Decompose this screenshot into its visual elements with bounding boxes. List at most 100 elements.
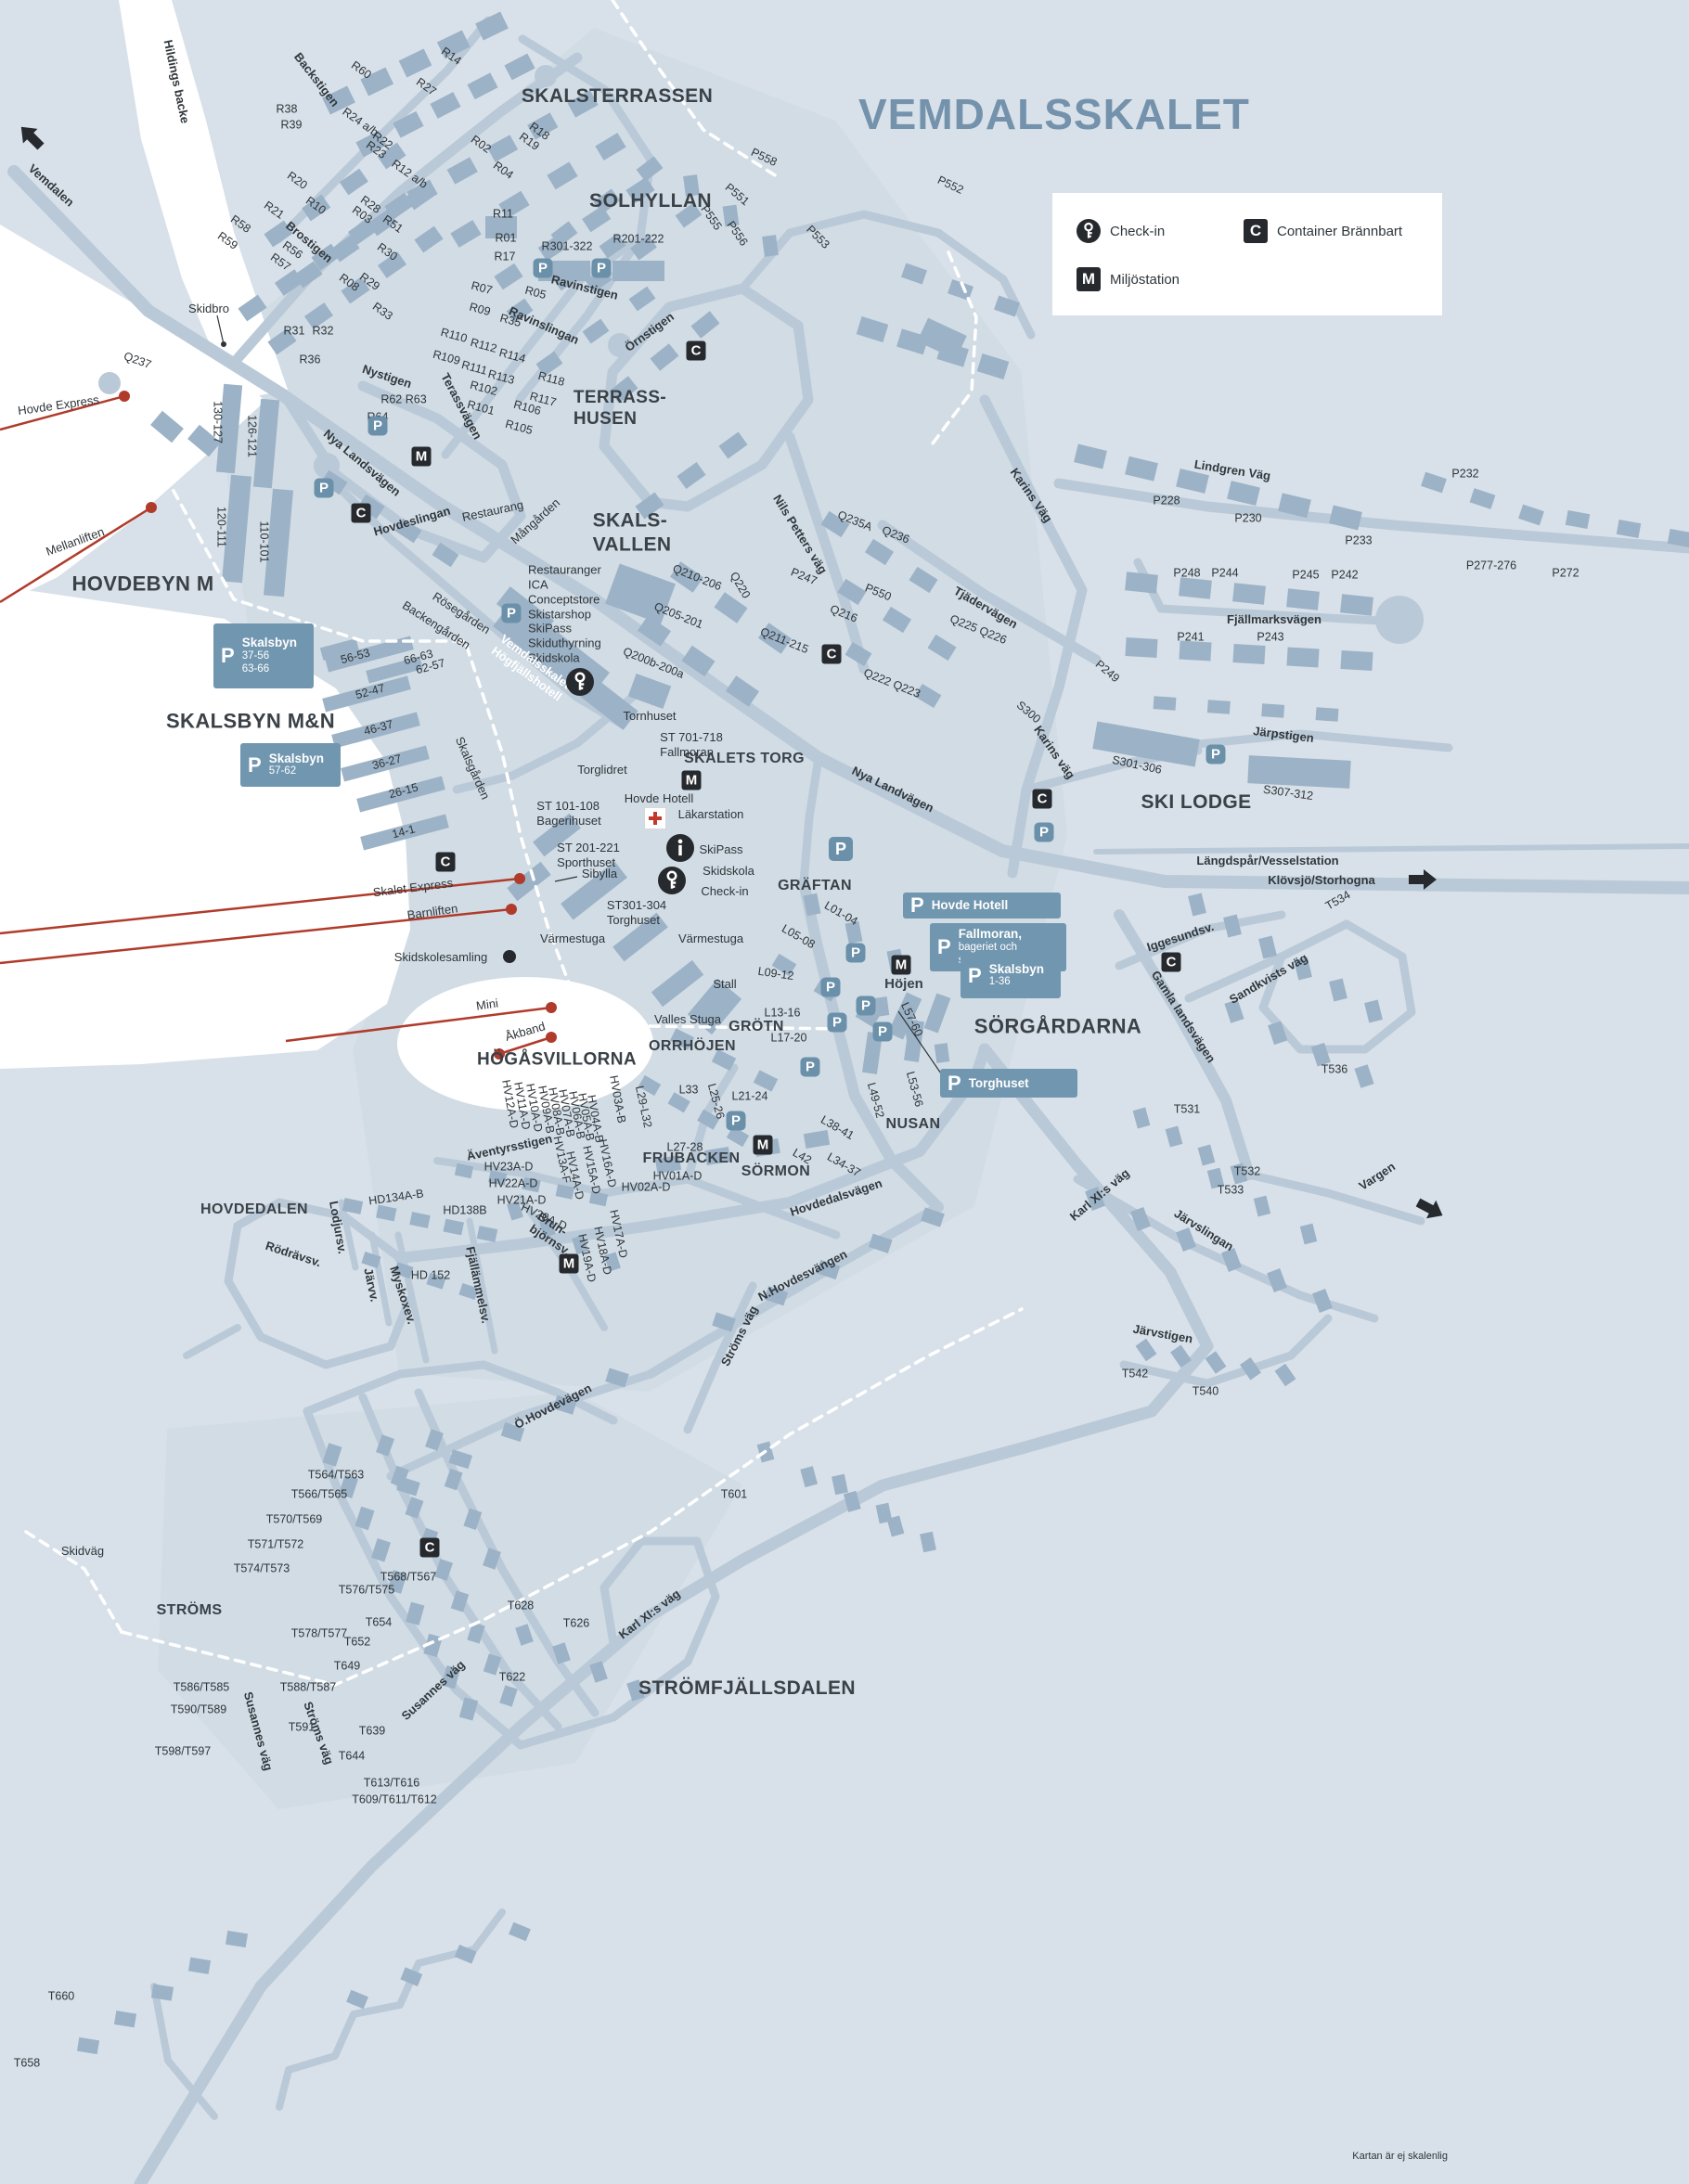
building (1188, 893, 1206, 917)
area-label-ströms: STRÖMS (156, 1602, 223, 1619)
building (1565, 509, 1591, 530)
building (444, 1468, 463, 1491)
parking-icon: P (248, 752, 262, 777)
lift-end-dot (494, 1048, 505, 1060)
street-label-rödrävsv: Rödrävsv. (264, 1238, 323, 1270)
unit-label-t532: T532 (1233, 1164, 1261, 1178)
poi-label-stall: Stall (713, 977, 737, 992)
road (282, 380, 526, 563)
street-label-nya-landvägen: Nya Landvägen (849, 763, 936, 816)
unit-label-r59: R59 (214, 229, 240, 252)
unit-label-26-15: 26-15 (387, 780, 420, 802)
ski-slope (0, 225, 265, 605)
building (873, 996, 890, 1017)
unit-label-p248: P248 (1173, 566, 1201, 580)
building (252, 398, 280, 489)
building (264, 220, 293, 248)
unit-label-t536: T536 (1321, 1062, 1348, 1076)
unit-label-p558: P558 (749, 145, 780, 169)
direction-arrow (1409, 869, 1437, 890)
building (1278, 493, 1311, 519)
street-label-järpstigen: Järpstigen (1252, 724, 1315, 746)
road-end (314, 453, 340, 479)
parking-icon: P (591, 258, 612, 278)
unit-label-t540: T540 (1192, 1384, 1219, 1398)
building (1299, 1223, 1318, 1245)
street-label-susannes-väg: Susannes väg (398, 1657, 468, 1723)
building (1197, 1144, 1216, 1166)
building (637, 615, 672, 647)
road (516, 1536, 720, 1750)
lift-label-skalet-express: Skalet Express (372, 875, 454, 900)
building (527, 112, 559, 140)
unit-label-r114: R114 (497, 345, 527, 366)
building (522, 1176, 541, 1193)
unit-label-l38-41: L38-41 (818, 1112, 857, 1143)
poi-label-läkarstation: Läkarstation (677, 807, 744, 822)
unit-label-p230: P230 (1234, 511, 1262, 525)
building (436, 30, 471, 59)
building (635, 492, 664, 520)
building (533, 813, 581, 857)
building (677, 461, 706, 490)
building (844, 920, 863, 944)
road (600, 1175, 841, 1240)
building (450, 220, 482, 248)
street-label-nils-petters-väg: Nils Petters väg (770, 492, 831, 577)
building (274, 269, 304, 296)
building (113, 2011, 137, 2028)
building (994, 295, 1020, 317)
building (76, 2036, 100, 2055)
info-icon (666, 834, 694, 862)
legend-label: Container Brännbart (1277, 223, 1403, 239)
building (264, 488, 293, 597)
building (507, 861, 551, 902)
unit-label-p555: P555 (698, 202, 725, 233)
building (909, 566, 938, 594)
unit-label-t609-t611-t612: T609/T611/T612 (352, 1792, 437, 1806)
sign-name: Skalsbyn (988, 961, 1044, 976)
building (448, 1449, 472, 1470)
road (414, 1388, 600, 1717)
unit-label-r201-222: R201-222 (612, 232, 664, 246)
building (1286, 647, 1320, 668)
unit-label-p241: P241 (1177, 630, 1205, 644)
building (1340, 594, 1373, 616)
unit-label-r29: R29 (356, 270, 382, 293)
building (1247, 755, 1351, 789)
unit-label-q235a: Q235A (835, 507, 874, 534)
unit-label-hd134a-b: HD134A-B (367, 1187, 425, 1208)
building (1667, 528, 1689, 548)
parking-icon: P (1206, 744, 1226, 764)
building (800, 1466, 819, 1488)
building (454, 1945, 477, 1964)
building (1268, 1021, 1288, 1046)
building (387, 1570, 407, 1594)
unit-label-126-121: 126-121 (245, 415, 259, 457)
road (576, 233, 645, 284)
building (1179, 577, 1212, 599)
street-label-längdspår-vesselstation: Längdspår/Vesselstation (1196, 854, 1339, 868)
building (355, 130, 387, 158)
container-icon: C (1244, 219, 1268, 243)
road (321, 469, 627, 729)
building (711, 1048, 737, 1072)
road (515, 34, 655, 404)
unit-label-hd-152: HD 152 (410, 1268, 451, 1282)
area-label-sörmon: SÖRMON (741, 1163, 811, 1180)
unit-label-t652: T652 (343, 1635, 371, 1649)
road-end (1375, 596, 1424, 644)
building (360, 814, 449, 851)
building (722, 204, 740, 227)
lift-label-hovde-express: Hovde Express (17, 392, 100, 418)
unit-label-t601: T601 (720, 1487, 748, 1501)
unit-label-p556: P556 (724, 218, 751, 249)
building (667, 1092, 690, 1113)
unit-label-l57-60: L57-60 (897, 1000, 926, 1039)
building (1074, 443, 1107, 469)
building (400, 1967, 423, 1986)
poi-label-skipass: SkiPass (699, 842, 743, 857)
building (948, 278, 973, 302)
building (303, 302, 334, 329)
